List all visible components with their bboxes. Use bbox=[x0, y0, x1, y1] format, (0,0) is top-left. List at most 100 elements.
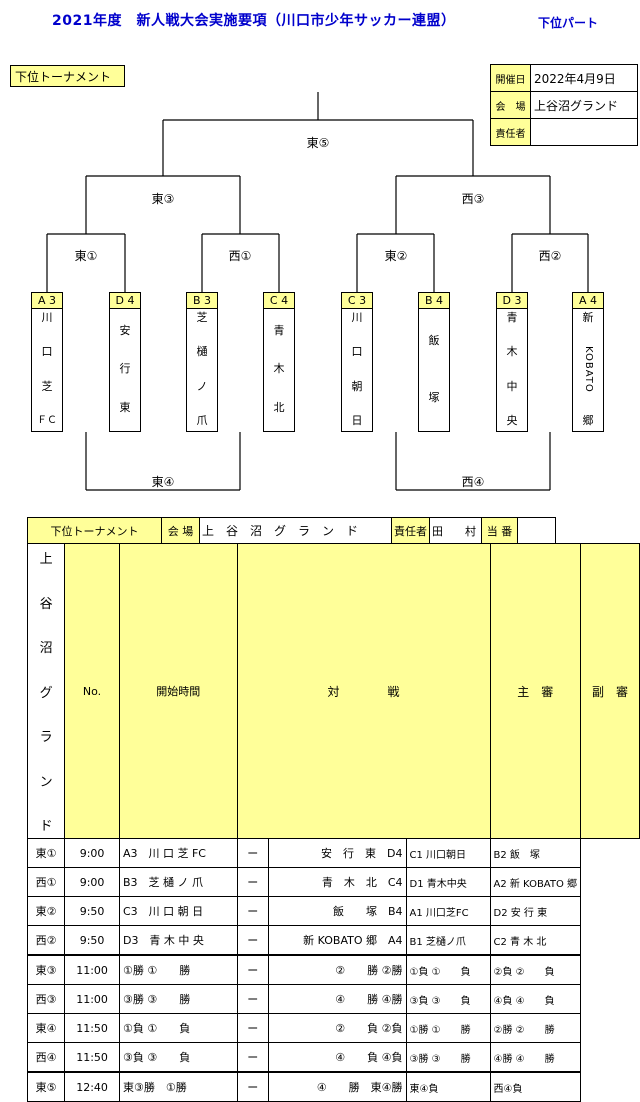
team-b: ② 勝 ②勝 bbox=[267, 954, 407, 985]
match-time: 11:50 bbox=[64, 1013, 120, 1043]
col-time: 開始時間 bbox=[118, 543, 238, 839]
team-b: ④ 勝 ④勝 bbox=[267, 984, 407, 1014]
round-east-1: 東① bbox=[74, 249, 98, 263]
team-name-char: 朝 bbox=[351, 379, 363, 393]
team-name-char: 行 bbox=[119, 362, 131, 376]
match-no: 西④ bbox=[26, 1042, 66, 1073]
col-match: 対 戦 bbox=[236, 543, 491, 839]
match-no: 東① bbox=[26, 838, 66, 868]
dash: ー bbox=[236, 954, 269, 985]
venue-char: ン bbox=[39, 774, 53, 790]
team-seed: B 3 bbox=[187, 293, 217, 309]
match-time: 9:50 bbox=[64, 925, 120, 956]
match-time: 12:40 bbox=[64, 1071, 120, 1102]
match-no: 東③ bbox=[26, 954, 66, 985]
resp-value bbox=[530, 118, 638, 146]
duty-header: 当 番 bbox=[481, 517, 518, 544]
referee: ③勝 ③ 勝 bbox=[405, 1042, 491, 1073]
sub-referee: ④勝 ④ 勝 bbox=[489, 1042, 582, 1073]
team-a: ③勝 ③ 勝 bbox=[118, 984, 238, 1014]
team-a: ①負 ① 負 bbox=[118, 1013, 238, 1043]
dash: ー bbox=[236, 1013, 269, 1043]
team-name-char: 新 bbox=[582, 311, 594, 324]
venue-char: グ bbox=[39, 685, 53, 701]
round-east-2: 東② bbox=[384, 249, 408, 263]
team-name-char: 中 bbox=[506, 379, 518, 393]
dash: ー bbox=[236, 1042, 269, 1073]
team-name-char: 東 bbox=[119, 400, 131, 414]
resp-header: 責任者 bbox=[391, 517, 430, 544]
referee: B1 芝樋ノ爪 bbox=[405, 925, 491, 956]
col-sub: 副 審 bbox=[580, 543, 640, 839]
team-name-char: 郷 bbox=[582, 413, 594, 427]
sub-referee: ④負 ④ 負 bbox=[489, 984, 582, 1014]
venue-header: 会 場 bbox=[161, 517, 200, 544]
dash: ー bbox=[236, 1071, 269, 1102]
match-time: 9:00 bbox=[64, 838, 120, 868]
match-time: 9:50 bbox=[64, 896, 120, 926]
dash: ー bbox=[236, 867, 269, 897]
team-name-char: 木 bbox=[506, 345, 518, 359]
round-west-4: 西④ bbox=[461, 475, 485, 489]
team-seed: B 4 bbox=[419, 293, 449, 309]
team-name-char: 爪 bbox=[196, 413, 208, 427]
team-name-char: 青 bbox=[506, 311, 518, 324]
team-name-char: 飯 bbox=[428, 333, 440, 347]
team-b: ④ 負 ④負 bbox=[267, 1042, 407, 1073]
referee: D1 青木中央 bbox=[405, 867, 491, 897]
team-b: ② 負 ②負 bbox=[267, 1013, 407, 1043]
referee: A1 川口芝FC bbox=[405, 896, 491, 926]
team-a: C3 川 口 朝 日 bbox=[118, 896, 238, 926]
venue-char: 谷 bbox=[39, 596, 53, 612]
match-time: 9:00 bbox=[64, 867, 120, 897]
sub-referee: ②負 ② 負 bbox=[489, 954, 582, 985]
dash: ー bbox=[236, 896, 269, 926]
team-name-char: ノ bbox=[196, 379, 208, 393]
date-header: 開催日 bbox=[490, 64, 531, 92]
sub-referee: 西④負 bbox=[489, 1071, 582, 1102]
match-time: 11:50 bbox=[64, 1042, 120, 1073]
bracket-lines bbox=[46, 92, 589, 491]
team-name-char: 芝 bbox=[41, 379, 53, 393]
team-name-char: 日 bbox=[351, 413, 363, 427]
col-no: No. bbox=[64, 543, 120, 839]
match-no: 東⑤ bbox=[26, 1071, 66, 1102]
team-b: 新 KOBATO 郷 A4 bbox=[267, 925, 407, 956]
team-name-char: 口 bbox=[351, 345, 363, 359]
venue-header: 会 場 bbox=[490, 91, 531, 119]
team-name-char: 芝 bbox=[196, 311, 208, 324]
team-box: B 4 飯塚 bbox=[418, 292, 450, 432]
team-name-char: 口 bbox=[41, 345, 53, 359]
team-b: 飯 塚 B4 bbox=[267, 896, 407, 926]
team-a: 東③勝 ①勝 bbox=[118, 1071, 238, 1102]
team-a: B3 芝 樋 ノ 爪 bbox=[118, 867, 238, 897]
round-west-2: 西② bbox=[538, 249, 562, 263]
team-name-char: ＦＣ bbox=[37, 414, 57, 426]
team-name-char: 塚 bbox=[428, 391, 440, 405]
team-name-char: 北 bbox=[273, 400, 285, 414]
round-semi-west: 西③ bbox=[461, 192, 485, 206]
resp-value: 田 村 bbox=[429, 517, 482, 544]
team-name-char: 川 bbox=[351, 311, 363, 324]
team-seed: C 4 bbox=[264, 293, 294, 309]
round-semi-east: 東③ bbox=[151, 192, 175, 206]
team-seed: D 3 bbox=[497, 293, 527, 309]
match-no: 西③ bbox=[26, 984, 66, 1014]
match-no: 東② bbox=[26, 896, 66, 926]
table-label: 下位トーナメント bbox=[27, 517, 162, 544]
team-name-char: 安 bbox=[119, 324, 131, 338]
round-west-1: 西① bbox=[228, 249, 252, 263]
match-no: 西① bbox=[26, 867, 66, 897]
team-a: A3 川 口 芝 FC bbox=[118, 838, 238, 868]
